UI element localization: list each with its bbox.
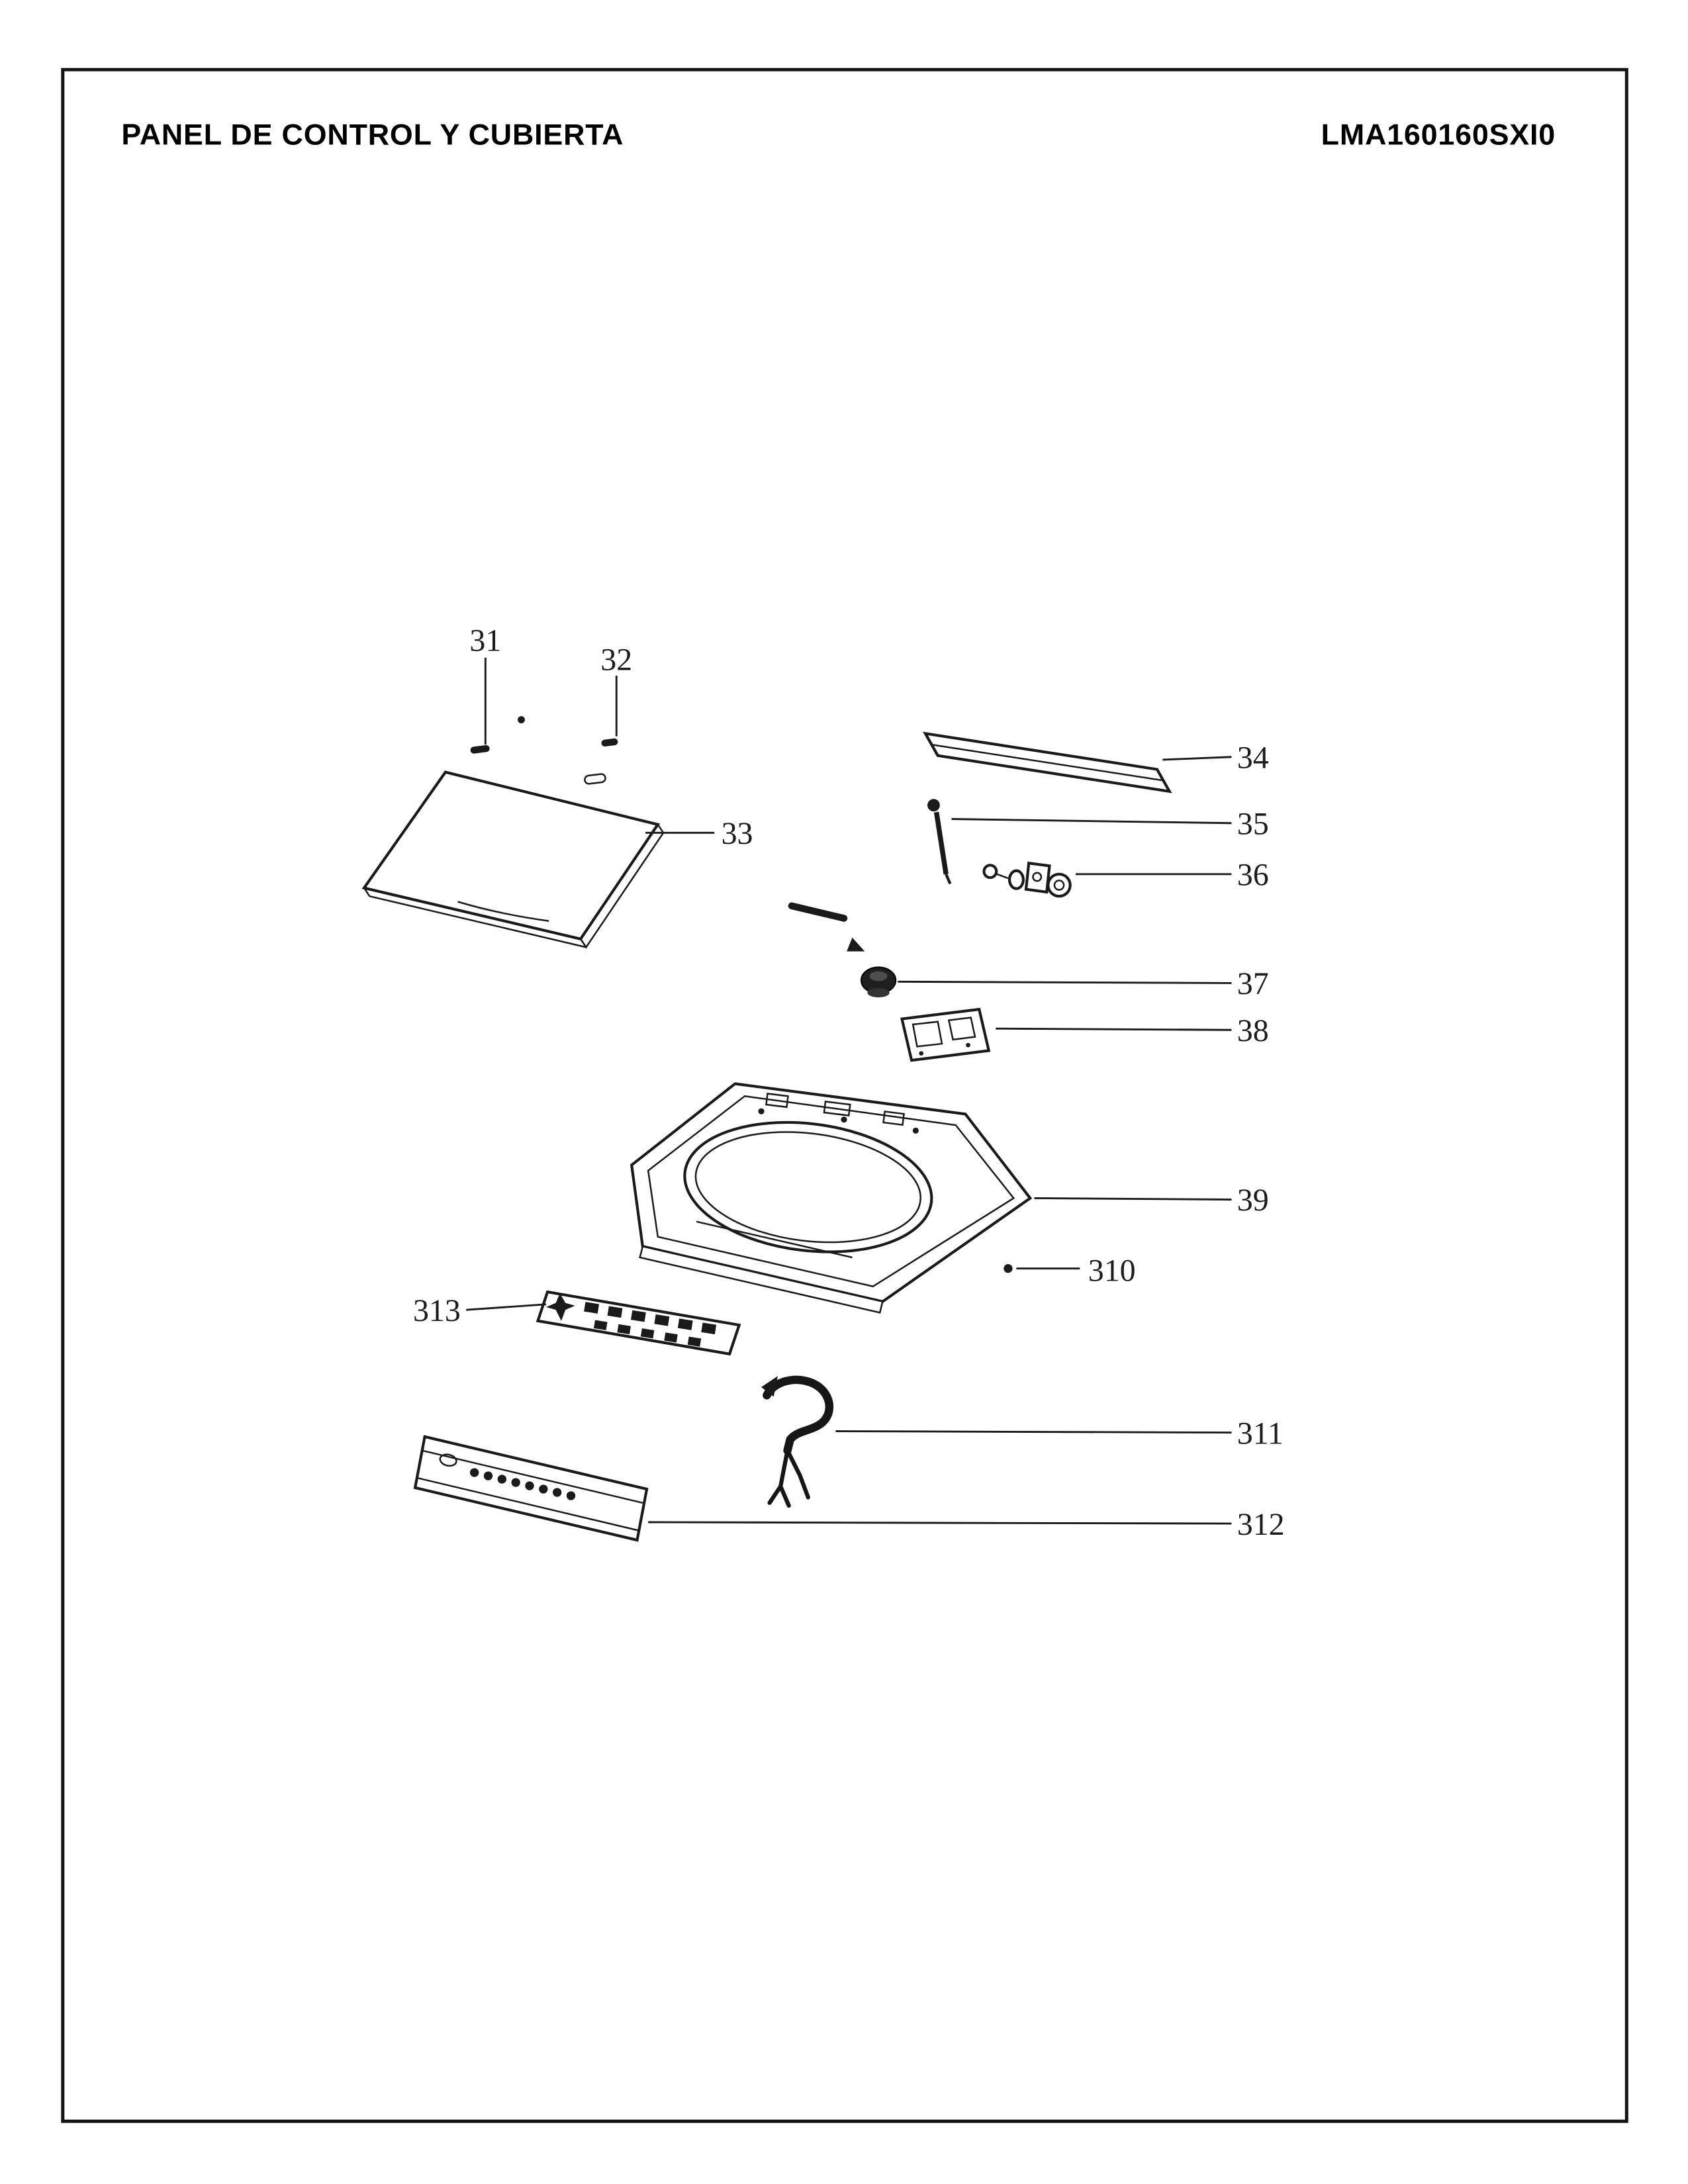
callout-label-38: 38	[1237, 1013, 1269, 1048]
part-bracket-38	[900, 1007, 991, 1062]
callout-label-311: 311	[1237, 1416, 1284, 1451]
screw-dot	[518, 716, 525, 723]
page-border	[61, 68, 1628, 2123]
callout-label-37: 37	[1237, 966, 1269, 1001]
leader-line-35	[951, 818, 1232, 825]
part-cap-31	[470, 745, 490, 754]
part-rear-trim-34	[922, 731, 1172, 794]
callout-label-310: 310	[1088, 1253, 1136, 1288]
part-front-panel-312	[413, 1435, 649, 1542]
callout-label-313: 313	[413, 1293, 461, 1328]
part-screw-310	[1004, 1264, 1013, 1273]
model-number: LMA160160SXI0	[1321, 118, 1556, 152]
part-pcb-313	[536, 1290, 741, 1356]
callout-label-32: 32	[600, 643, 632, 678]
callout-label-35: 35	[1237, 806, 1269, 841]
callout-label-31: 31	[469, 623, 501, 658]
leader-line-312	[648, 1521, 1232, 1525]
part-top-frame-39	[630, 1082, 1033, 1314]
leader-line-34	[1162, 756, 1232, 761]
page-title: PANEL DE CONTROL Y CUBIERTA	[121, 118, 624, 152]
leader-lines	[466, 657, 1232, 1525]
part-pin-35	[927, 799, 952, 885]
part-link-rod	[788, 902, 865, 952]
leader-line-311	[835, 1430, 1232, 1434]
leader-line-37	[898, 980, 1232, 984]
part-hinge-36	[982, 861, 1072, 898]
part-lid-33	[361, 716, 665, 949]
leader-line-313	[466, 1303, 547, 1311]
callout-label-34: 34	[1237, 740, 1269, 775]
callout-label-39: 39	[1237, 1183, 1269, 1218]
leader-line-39	[1034, 1197, 1232, 1201]
part-cap-32	[584, 738, 618, 785]
callout-label-33: 33	[722, 816, 753, 851]
callout-label-36: 36	[1237, 858, 1269, 893]
part-harness-311	[761, 1375, 834, 1508]
leader-line-38	[996, 1027, 1232, 1031]
part-knob-37	[861, 966, 897, 998]
callout-label-312: 312	[1237, 1507, 1285, 1542]
